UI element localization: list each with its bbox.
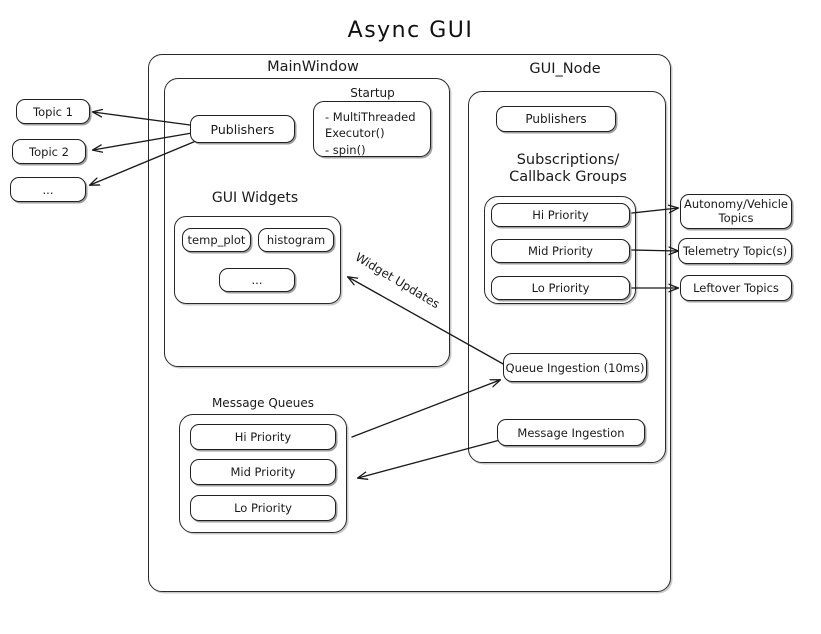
subscription-hi-priority[interactable]: Hi Priority [491, 203, 630, 227]
edge-queue-to-ingestion [351, 380, 500, 438]
widget-more[interactable]: ... [219, 268, 295, 292]
queue-ingestion-box[interactable]: Queue Ingestion (10ms) [503, 353, 647, 382]
mainwindow-container [164, 78, 450, 367]
queue-mid-priority[interactable]: Mid Priority [190, 459, 336, 485]
mainwindow-label: MainWindow [267, 59, 359, 75]
queue-lo-priority[interactable]: Lo Priority [190, 495, 336, 521]
edge-ingestion-to-queue [358, 439, 501, 478]
message-queues-container [179, 414, 347, 533]
subscription-mid-priority[interactable]: Mid Priority [491, 239, 630, 263]
gui-widgets-container [174, 216, 341, 304]
right-topic-autonomy[interactable]: Autonomy/Vehicle Topics [680, 194, 792, 229]
widget-histogram[interactable]: histogram [258, 228, 334, 252]
widget-temp-plot[interactable]: temp_plot [182, 228, 251, 252]
startup-label: Startup [350, 86, 395, 100]
gui-node-label: GUI_Node [529, 61, 601, 77]
system-container [148, 54, 671, 592]
edge-mid-priority-telemetry [631, 250, 678, 251]
left-topic-1[interactable]: Topic 1 [16, 99, 90, 124]
gui-node-container [468, 91, 666, 463]
left-topic-2[interactable]: Topic 2 [12, 139, 86, 164]
startup-items: - MultiThreaded Executor() - spin() [313, 101, 431, 157]
edge-publishers-topic2 [93, 132, 193, 150]
diagram-title: Async GUI [347, 18, 474, 43]
right-topic-telemetry[interactable]: Telemetry Topic(s) [678, 238, 792, 264]
subscription-lo-priority[interactable]: Lo Priority [491, 276, 630, 300]
right-topic-leftover[interactable]: Leftover Topics [680, 275, 792, 301]
edge-hi-priority-autonomy [631, 208, 678, 214]
guinode-publishers-box[interactable]: Publishers [496, 106, 616, 132]
edge-widget-updates [348, 277, 506, 366]
queue-hi-priority[interactable]: Hi Priority [190, 424, 336, 450]
edge-publishers-topic1 [93, 112, 191, 126]
message-queues-label: Message Queues [211, 396, 315, 410]
left-topic-3[interactable]: ... [10, 177, 86, 202]
gui-widgets-label: GUI Widgets [211, 190, 299, 206]
subscriptions-label: Subscriptions/ Callback Groups [509, 152, 627, 186]
edge-publishers-topic3 [90, 140, 197, 185]
mainwindow-publishers-box[interactable]: Publishers [190, 115, 295, 143]
message-ingestion-box[interactable]: Message Ingestion [497, 419, 645, 446]
